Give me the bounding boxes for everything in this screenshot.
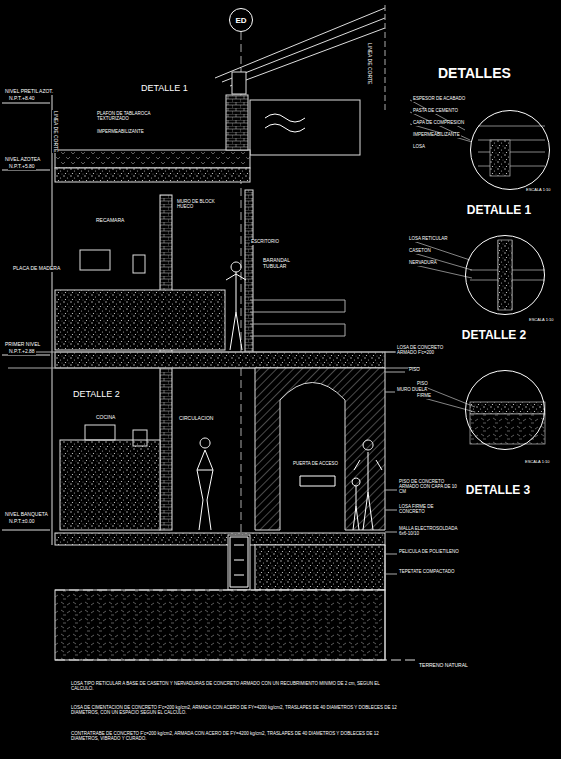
annotation: DETALLE 2 (72, 390, 121, 400)
annotation: IMPERMEABILIZANTE (96, 130, 145, 135)
annotation: MURO DUELA (396, 388, 428, 393)
annotation: PISO DE CONCRETO ARMADO CON CAPA DE 10 C… (398, 480, 460, 495)
annotation: BARANDAL TUBULAR (262, 258, 314, 269)
annotation: NIVEL PRETIL AZOT. (4, 89, 54, 95)
detail-heading: DETALLE 1 (467, 203, 531, 217)
annotation: CONTRATRABE DE CONCRETO F'c=200 kg/cm2, … (70, 732, 402, 742)
sheet-title: DETALLES (437, 66, 512, 81)
annotation: ESCRITORIO (250, 240, 280, 245)
annotation: CIRCULACION (178, 416, 214, 422)
annotation: COCINA (95, 415, 116, 421)
annotation: N.P.T.+8.40 (8, 96, 36, 102)
annotation: TEPETATE COMPACTADO (398, 570, 455, 575)
annotation: PRIMER NIVEL (4, 342, 41, 348)
annotation: TERRENO NATURAL (418, 663, 469, 669)
annotation: LOSA (412, 145, 426, 150)
annotation: CAPA DE COMPRESION (412, 121, 465, 126)
annotation: IMPERMEABILIZANTE (412, 133, 461, 138)
annotation: LOSA TIPO RETICULAR A BASE DE CASETON Y … (70, 682, 402, 692)
annotation: LINEA DE CORTE (367, 42, 373, 85)
annotation: PLACA DE MADERA (12, 266, 61, 272)
annotation: PELICULA DE POLIETILENO (398, 550, 460, 555)
axis-bubble: ED (229, 8, 253, 32)
annotation: PISO (408, 368, 421, 373)
annotation: MALLA ELECTROSOLDADA 6x6-10/10 (398, 527, 460, 537)
annotation: PISO (416, 382, 429, 387)
annotation: PLAFON DE TABLAROCA TEXTURIZADO (96, 112, 158, 122)
annotation: ESCALA 1:10 (525, 188, 551, 192)
annotation: N.P.T.+2.88 (8, 349, 36, 355)
annotation: PUERTA DE ACCESO (292, 462, 339, 467)
annotation: PASTA DE CEMENTO (412, 109, 459, 114)
detail-circle: DETALLE 1 (470, 110, 550, 190)
annotation: N.P.T.±0.00 (8, 519, 35, 525)
annotation: NERVADURA (408, 261, 438, 266)
annotation: CASETON (408, 249, 432, 254)
annotation: ESPESOR DE ACABADO (412, 97, 466, 102)
detail-heading: DETALLE 3 (466, 483, 530, 497)
detail-heading: DETALLE 2 (462, 328, 526, 342)
annotation: NIVEL AZOTEA (4, 157, 41, 163)
annotation: DETALLE 1 (140, 84, 189, 94)
annotation: ESCALA 1:10 (528, 318, 554, 322)
annotation: LINEA DE CORTE (53, 110, 59, 153)
annotation: RECAMARA (95, 218, 125, 224)
annotation: FIRME (416, 394, 432, 399)
annotation: LOSA FIRME DE CONCRETO (398, 505, 460, 515)
annotation: LOSA RETICULAR (408, 237, 449, 242)
detail-circle: DETALLE 3 (465, 370, 545, 450)
detail-circle: DETALLE 2 (465, 235, 545, 315)
annotation: ESCALA 1:10 (524, 460, 550, 464)
annotation: NIVEL BANQUETA (4, 512, 49, 518)
annotation: N.P.T.+5.80 (8, 164, 36, 170)
annotation: LOSA DE CONCRETO ARMADO F'c=200 (396, 346, 458, 356)
axis-letter: ED (235, 16, 246, 25)
annotation: MURO DE BLOCK HUECO (176, 200, 233, 210)
annotation: LOSA DE CIMENTACION DE CONCRETO F'c=200 … (70, 706, 402, 716)
